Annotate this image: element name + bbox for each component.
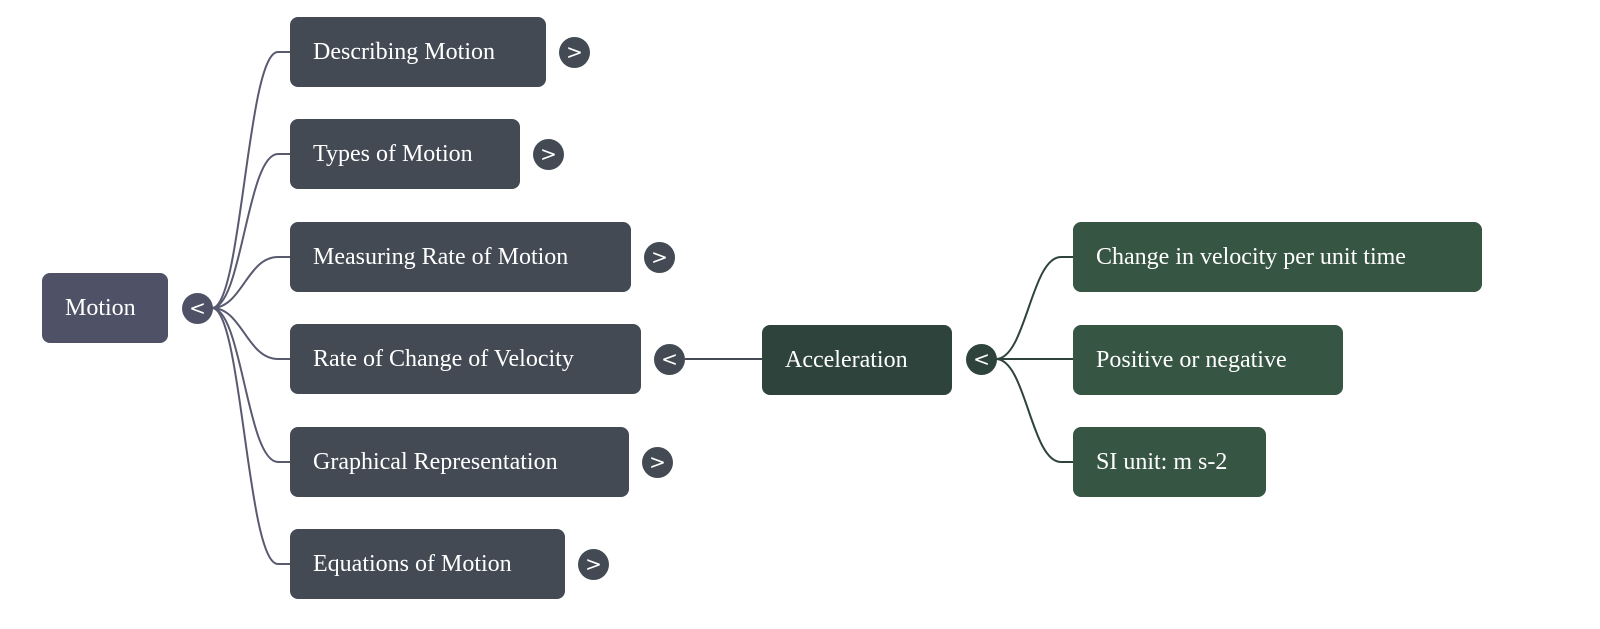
branch-node-graphical-representation[interactable]: Graphical Representation bbox=[290, 427, 629, 497]
root-link-4 bbox=[211, 307, 290, 463]
collapse-toggle-icon[interactable]: < bbox=[654, 344, 685, 375]
branch-node-rate-of-change-of-velocity[interactable]: Rate of Change of Velocity bbox=[290, 324, 641, 394]
root-link-0 bbox=[211, 51, 290, 309]
sub-link-2 bbox=[995, 358, 1073, 463]
expand-toggle-icon[interactable]: > bbox=[644, 242, 675, 273]
sub-node-acceleration[interactable]: Acceleration bbox=[762, 325, 952, 395]
leaf-node-si-unit[interactable]: SI unit: m s-2 bbox=[1073, 427, 1266, 497]
collapse-toggle-icon[interactable]: < bbox=[182, 293, 213, 324]
root-link-1 bbox=[211, 153, 290, 309]
expand-toggle-icon[interactable]: > bbox=[559, 37, 590, 68]
branch-node-types-of-motion[interactable]: Types of Motion bbox=[290, 119, 520, 189]
branch-node-measuring-rate-of-motion[interactable]: Measuring Rate of Motion bbox=[290, 222, 631, 292]
expand-toggle-icon[interactable]: > bbox=[642, 447, 673, 478]
root-link-3 bbox=[211, 307, 290, 360]
leaf-node-positive-or-negative[interactable]: Positive or negative bbox=[1073, 325, 1343, 395]
branch-node-equations-of-motion[interactable]: Equations of Motion bbox=[290, 529, 565, 599]
root-node-motion[interactable]: Motion bbox=[42, 273, 168, 343]
collapse-toggle-icon[interactable]: < bbox=[966, 344, 997, 375]
expand-toggle-icon[interactable]: > bbox=[533, 139, 564, 170]
expand-toggle-icon[interactable]: > bbox=[578, 549, 609, 580]
branch-node-describing-motion[interactable]: Describing Motion bbox=[290, 17, 546, 87]
leaf-node-change-in-velocity[interactable]: Change in velocity per unit time bbox=[1073, 222, 1482, 292]
sub-link-0 bbox=[995, 256, 1073, 360]
root-link-5 bbox=[211, 307, 290, 565]
root-link-2 bbox=[211, 256, 290, 309]
